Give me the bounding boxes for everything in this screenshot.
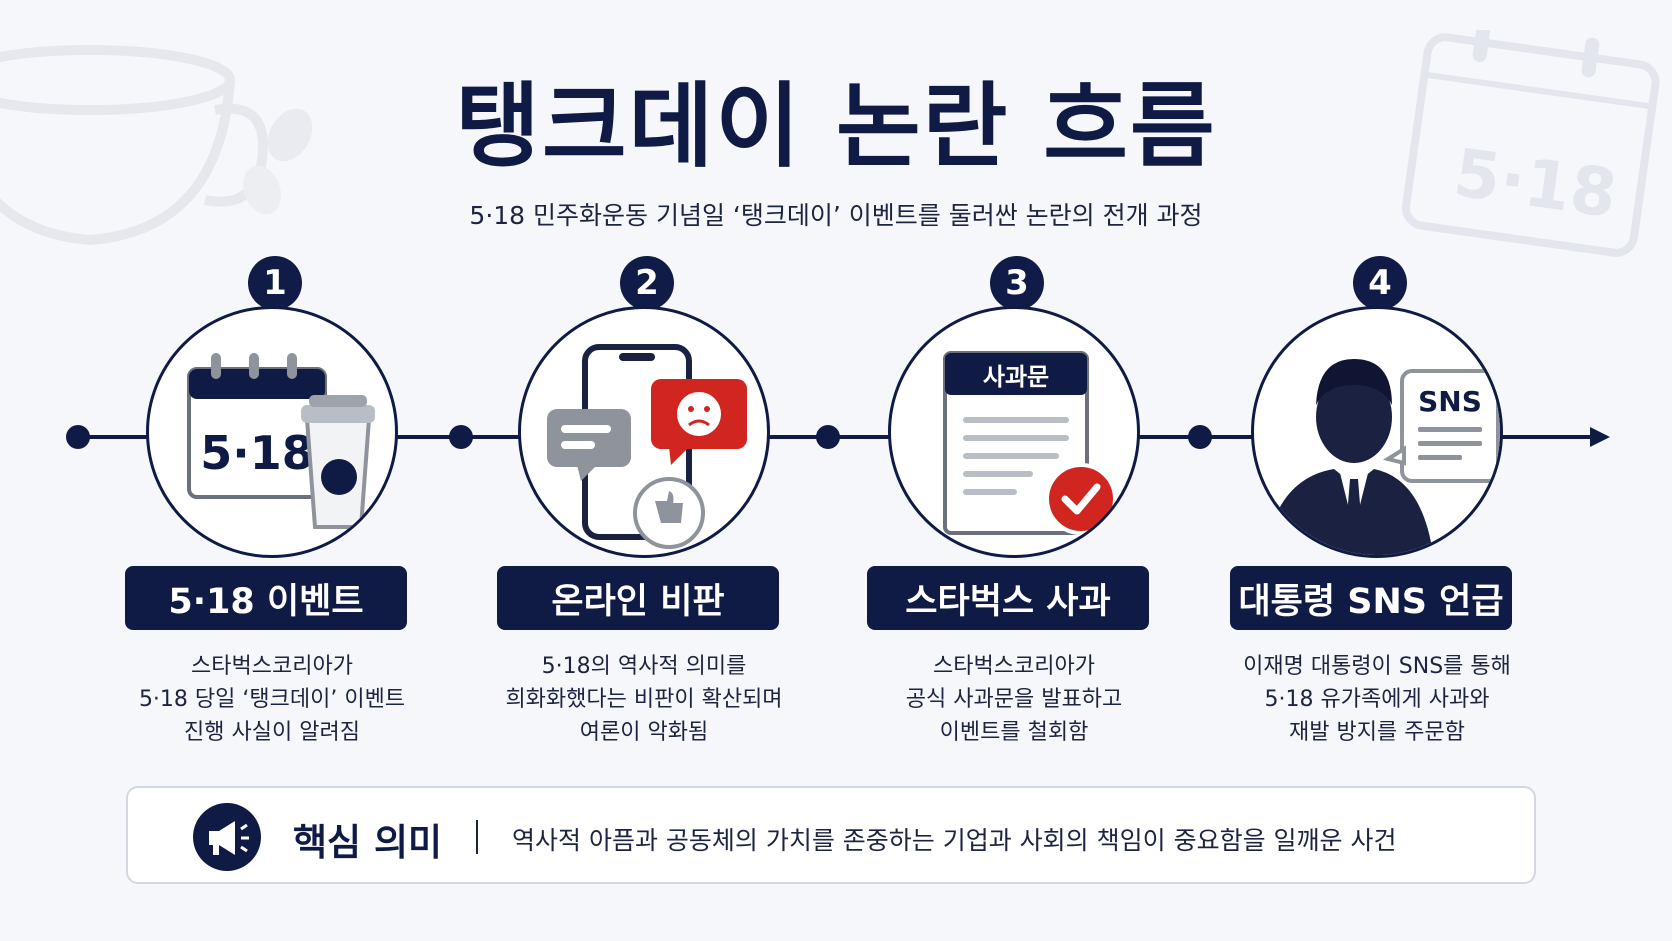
key-meaning-text: 역사적 아픔과 공동체의 가치를 존중하는 기업과 사회의 책임이 중요함을 일… [512, 826, 1397, 855]
step-icon-circle: 사과문 [888, 306, 1140, 558]
step-number: 2 [620, 256, 674, 319]
desc-line: 스타벅스코리아가 [933, 654, 1095, 679]
coffee-cup-decoration [0, 45, 313, 246]
timeline-dot [1188, 425, 1212, 449]
step-icon-circle [518, 306, 770, 558]
step-icon-circle: 5·18 [146, 306, 398, 558]
megaphone-icon [193, 803, 261, 871]
step-label: 5·18 이벤트 [125, 566, 407, 630]
step-description: 이재명 대통령이 SNS를 통해 5·18 유가족에게 사과와 재발 방지를 주… [1207, 650, 1547, 749]
timeline-arrowhead [1590, 427, 1610, 447]
desc-line: 5·18의 역사적 의미를 [541, 654, 747, 679]
calendar-coffee-icon: 5·18 [187, 353, 375, 529]
step-number: 4 [1353, 256, 1407, 319]
step-description: 5·18의 역사적 의미를 희화화했다는 비판이 확산되며 여론이 악화됨 [474, 650, 814, 749]
desc-line: 희화화했다는 비판이 확산되며 [505, 687, 783, 712]
desc-line: 이재명 대통령이 SNS를 통해 [1243, 654, 1511, 679]
key-meaning-title: 핵심 의미 [293, 821, 443, 864]
desc-line: 스타벅스코리아가 [191, 654, 353, 679]
president-sns-icon: SNS [1264, 359, 1500, 555]
desc-line: 공식 사과문을 발표하고 [905, 687, 1123, 712]
desc-line: 재발 방지를 주문함 [1289, 720, 1465, 745]
page-title: 탱크데이 논란 흐름 [455, 73, 1217, 180]
calendar-decoration: 5·18 [1401, 30, 1660, 257]
apology-document-icon: 사과문 [943, 351, 1117, 535]
step-number: 1 [248, 256, 302, 319]
key-meaning-box: 핵심 의미 역사적 아픔과 공동체의 가치를 존중하는 기업과 사회의 책임이 … [126, 786, 1536, 884]
phone-criticism-icon [547, 344, 747, 549]
timeline-dot [816, 425, 840, 449]
divider [476, 820, 478, 854]
page-subtitle: 5·18 민주화운동 기념일 ‘탱크데이’ 이벤트를 둘러싼 논란의 전개 과정 [469, 201, 1203, 230]
desc-line: 5·18 당일 ‘탱크데이’ 이벤트 [138, 687, 406, 712]
desc-line: 이벤트를 철회함 [939, 720, 1089, 745]
desc-line: 여론이 악화됨 [579, 720, 709, 745]
timeline-dot [66, 425, 90, 449]
step-label: 대통령 SNS 언급 [1230, 566, 1512, 630]
step-description: 스타벅스코리아가 5·18 당일 ‘탱크데이’ 이벤트 진행 사실이 알려짐 [102, 650, 442, 749]
desc-line: 진행 사실이 알려짐 [184, 720, 360, 745]
step-label: 스타벅스 사과 [867, 566, 1149, 630]
step-icon-circle: SNS [1251, 306, 1503, 558]
step-number: 3 [990, 256, 1044, 319]
calendar-date-text: 5·18 [200, 426, 314, 480]
step-description: 스타벅스코리아가 공식 사과문을 발표하고 이벤트를 철회함 [844, 650, 1184, 749]
timeline-dot [449, 425, 473, 449]
document-title-text: 사과문 [983, 363, 1049, 391]
desc-line: 5·18 유가족에게 사과와 [1264, 687, 1490, 712]
sns-label-text: SNS [1418, 385, 1482, 418]
step-label: 온라인 비판 [497, 566, 779, 630]
